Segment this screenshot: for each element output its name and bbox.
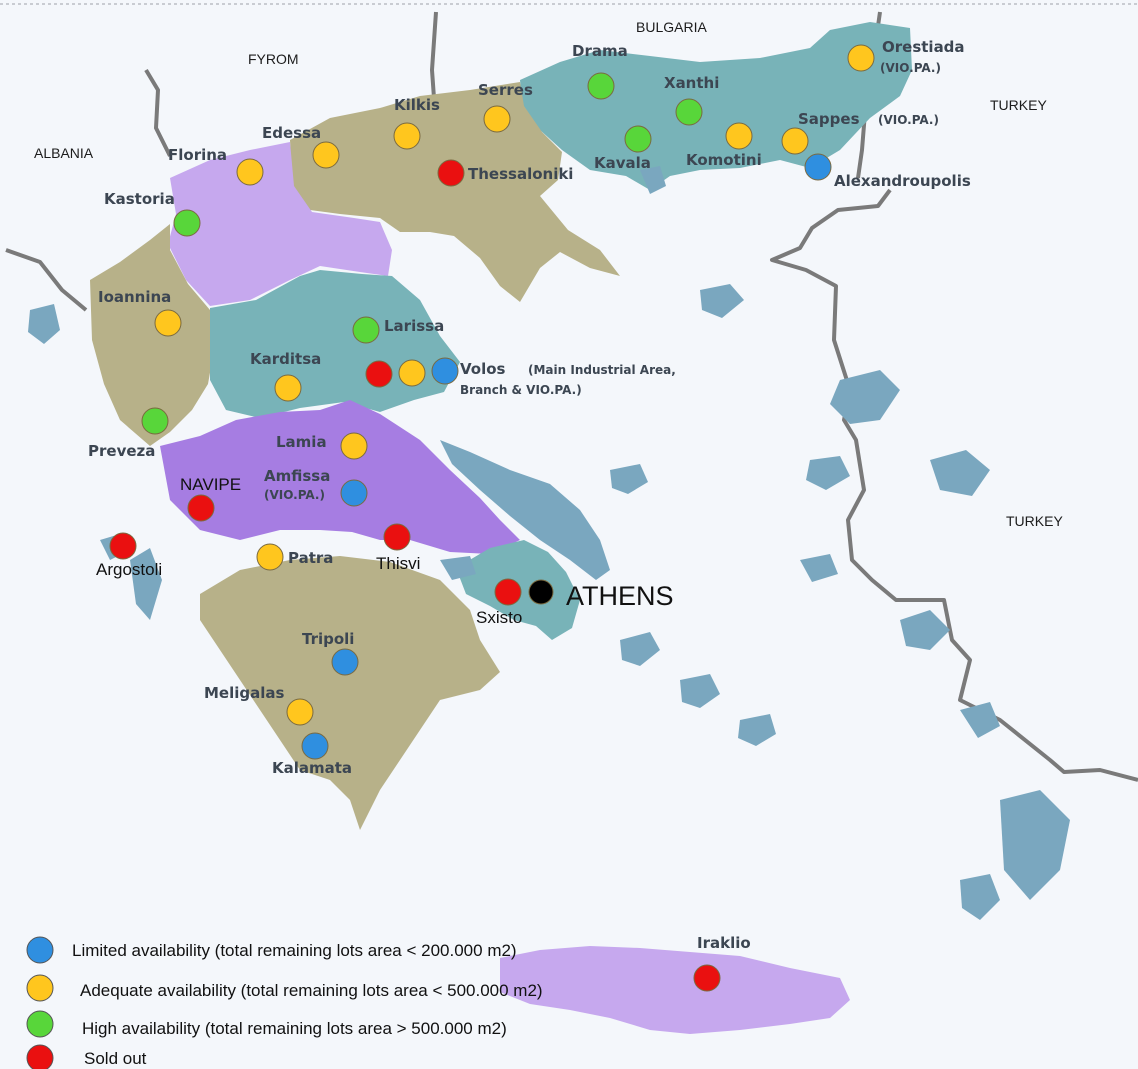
label-sappes: Sappes [798,110,860,128]
region-central-macedonia [290,82,620,302]
marker-sappes[interactable] [781,127,809,155]
label-xanthi: Xanthi [664,74,719,92]
region-epirus [90,224,214,446]
border-albania-coast [5,248,88,312]
legend-label-limited: Limited availability (total remaining lo… [72,941,517,960]
marker-larissa[interactable] [352,316,380,344]
label-kastoria: Kastoria [104,190,175,208]
label-thessaloniki: Thessaloniki [468,165,573,183]
region-crete [500,946,850,1034]
region-central-greece [160,400,520,554]
label-preveza: Preveza [88,442,155,460]
marker-meligalas[interactable] [286,698,314,726]
label-argostoli: Argostoli [96,560,162,579]
label-volos: Volos [460,360,506,378]
label-ioannina: Ioannina [98,288,171,306]
marker-tripoli[interactable] [331,648,359,676]
label-drama: Drama [572,42,628,60]
marker-kavala[interactable] [624,125,652,153]
marker-thisvi[interactable] [383,523,411,551]
marker-amfissa[interactable] [340,479,368,507]
label-kavala: Kavala [594,154,651,172]
marker-volos-limited[interactable] [431,357,459,385]
marker-kilkis[interactable] [393,122,421,150]
marker-serres[interactable] [483,105,511,133]
islands [28,166,1070,920]
marker-ioannina[interactable] [154,309,182,337]
marker-preveza[interactable] [141,407,169,435]
border-fyrom-albania [144,68,172,157]
legend: Limited availability (total remaining lo… [26,936,543,1069]
legend-swatch-high [26,1010,54,1038]
marker-xanthi[interactable] [675,98,703,126]
label-sxisto: Sxisto [476,608,522,627]
marker-komotini[interactable] [725,122,753,150]
label-turkey-east: TURKEY [1006,513,1063,529]
label-amfissa-note: (VIO.PA.) [264,488,325,502]
region-thessaly [210,270,460,418]
label-meligalas: Meligalas [204,684,285,702]
marker-kalamata[interactable] [301,732,329,760]
label-amfissa: Amfissa [264,467,330,485]
marker-navipe[interactable] [187,494,215,522]
label-thisvi: Thisvi [376,554,420,573]
marker-volos-soldout[interactable] [365,360,393,388]
label-athens: ATHENS [566,581,674,611]
marker-thessaloniki[interactable] [437,159,465,187]
label-komotini: Komotini [686,151,762,169]
legend-swatch-soldout [26,1044,54,1069]
label-volos-note-2: Branch & VIO.PA.) [460,383,582,397]
label-alexandroupolis: Alexandroupolis [834,172,971,190]
legend-label-high: High availability (total remaining lots … [82,1019,507,1038]
label-fyrom: FYROM [248,51,299,67]
marker-argostoli[interactable] [109,532,137,560]
region-thrace [520,22,912,190]
marker-iraklio[interactable] [693,964,721,992]
marker-lamia[interactable] [340,432,368,460]
marker-sxisto[interactable] [494,578,522,606]
label-tripoli: Tripoli [302,630,354,648]
label-bulgaria: BULGARIA [636,19,707,35]
marker-karditsa[interactable] [274,374,302,402]
label-karditsa: Karditsa [250,350,321,368]
legend-swatch-limited [26,936,54,964]
marker-kastoria[interactable] [173,209,201,237]
label-serres: Serres [478,81,533,99]
legend-label-adequate: Adequate availability (total remaining l… [80,981,543,1000]
label-sappes-note: (VIO.PA.) [878,113,939,127]
label-turkey-north: TURKEY [990,97,1047,113]
label-kilkis: Kilkis [394,96,440,114]
label-albania: ALBANIA [34,145,94,161]
marker-orestiada[interactable] [847,44,875,72]
marker-drama[interactable] [587,72,615,100]
marker-florina[interactable] [236,158,264,186]
label-orestiada-note: (VIO.PA.) [880,61,941,75]
marker-volos-adequate[interactable] [398,359,426,387]
label-iraklio: Iraklio [697,934,751,952]
border-bulgaria [430,11,438,99]
marker-edessa[interactable] [312,141,340,169]
legend-swatch-adequate [26,974,54,1002]
label-lamia: Lamia [276,433,327,451]
label-florina: Florina [168,146,227,164]
marker-alexandroupolis[interactable] [804,153,832,181]
label-orestiada: Orestiada [882,38,965,56]
label-patra: Patra [288,549,333,567]
markers-layer [109,44,875,992]
region-peloponnese [200,556,500,830]
region-evia [440,440,610,580]
label-navipe: NAVIPE [180,475,241,494]
marker-patra[interactable] [256,543,284,571]
legend-label-soldout: Sold out [84,1049,147,1068]
region-west-macedonia [168,142,392,306]
label-larissa: Larissa [384,317,444,335]
label-kalamata: Kalamata [272,759,352,777]
marker-athens[interactable] [528,579,554,605]
label-edessa: Edessa [262,124,321,142]
label-volos-note-1: (Main Industrial Area, [528,363,676,377]
